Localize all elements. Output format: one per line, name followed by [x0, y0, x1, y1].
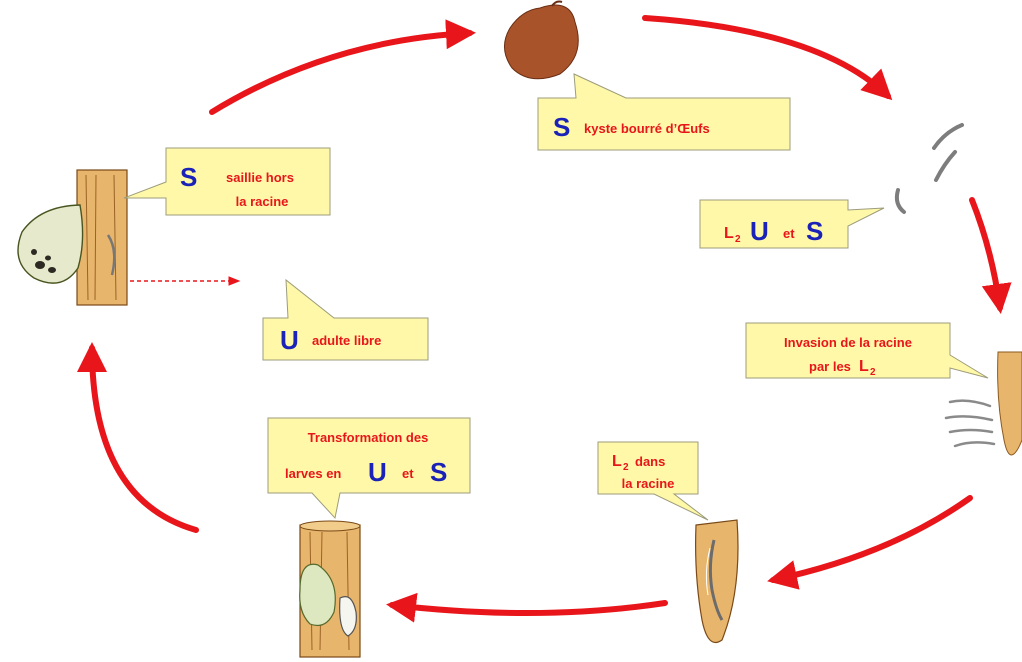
arrow-cyst-to-larvae — [642, 15, 893, 101]
larvae-icon — [894, 123, 964, 214]
female-line2: la racine — [236, 194, 289, 209]
callout-in-root: L 2 dans la racine — [597, 441, 709, 521]
female-letter: S — [180, 162, 197, 192]
cyst-letter: S — [553, 112, 570, 142]
arrow-larvae-to-invasion — [969, 197, 1012, 314]
invasion-line2: par les — [809, 359, 851, 374]
transformation-et: et — [402, 466, 414, 481]
root-tip-invaded-icon — [944, 351, 1022, 456]
transformation-line2: larves en — [285, 466, 341, 481]
cyst-icon — [504, 0, 579, 80]
callout-transformation: Transformation des larves en U et S — [267, 417, 471, 520]
transformation-s: S — [430, 457, 447, 487]
larvae-s: S — [806, 216, 823, 246]
transformation-line1: Transformation des — [308, 430, 429, 445]
callout-cyst: S kyste bourré d’Œufs — [537, 73, 791, 151]
cycle-arrows — [77, 15, 1012, 623]
cyst-label: kyste bourré d’Œufs — [584, 121, 710, 136]
in-root-line2: la racine — [622, 476, 675, 491]
female-line1: saillie hors — [226, 170, 294, 185]
invasion-line1: Invasion de la racine — [784, 335, 912, 350]
arrow-female-to-cyst — [209, 19, 476, 115]
arrow-inroot-to-transform — [386, 592, 668, 623]
callout-female: S saillie hors la racine — [123, 147, 331, 216]
in-root-l2: L — [612, 453, 622, 470]
in-root-l2-sub: 2 — [623, 462, 629, 473]
arrow-transform-to-female — [77, 342, 199, 533]
root-tip-larva-icon — [695, 519, 739, 644]
male-letter: U — [280, 325, 299, 355]
root-segment-transforming-icon — [299, 520, 361, 658]
larvae-l2: L — [724, 225, 734, 242]
callout-larvae: L 2 U et S — [699, 199, 885, 249]
callout-invasion: Invasion de la racine par les L 2 — [745, 322, 989, 379]
callout-male: U adulte libre — [262, 278, 429, 361]
larvae-et: et — [783, 226, 795, 241]
invasion-l2: L — [859, 358, 869, 375]
larvae-u: U — [750, 216, 769, 246]
invasion-l2-sub: 2 — [870, 367, 876, 378]
in-root-dans: dans — [635, 454, 665, 469]
male-label: adulte libre — [312, 333, 381, 348]
root-segment-female-icon — [17, 169, 128, 306]
larvae-l2-sub: 2 — [735, 234, 741, 245]
arrow-invasion-to-inroot — [767, 495, 973, 590]
transformation-u: U — [368, 457, 387, 487]
